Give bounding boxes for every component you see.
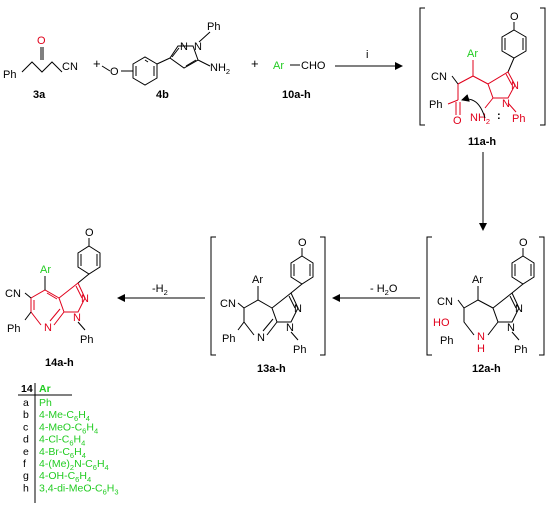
3a-oxygen: O [37, 35, 46, 47]
14-n2: N [81, 293, 89, 305]
3a-label: 3a [33, 89, 46, 101]
13-methoxy-o: O [298, 237, 307, 249]
4b-amine: NH2 [210, 62, 230, 76]
11-label: 11a-h [468, 136, 496, 148]
10-label: 10a-h [282, 89, 311, 101]
11-oxygen: O [453, 115, 462, 127]
13-n1: N [286, 322, 294, 334]
14-methoxy-o: O [85, 227, 94, 239]
table-row-id: f [23, 458, 26, 470]
12-label: 12a-h [472, 363, 501, 375]
bracket-11-left [419, 7, 425, 126]
bracket-13-right [320, 236, 326, 356]
compound-10: Ar CHO 10a-h [273, 60, 326, 101]
table-row-id: e [23, 446, 29, 458]
table-row-id: a [23, 397, 29, 409]
table-row-id: d [23, 434, 29, 446]
compound-4b: O N N Ph NH2 4b [101, 21, 230, 101]
11-phenyl: Ph [512, 113, 525, 125]
table-rows: a Phb 4-Me-C6H4 c 4-MeO-C6H4 d 4-Cl-C6H4 e 4-Br-… [23, 397, 119, 496]
14-aryl: Ar [40, 264, 51, 276]
table-row-id: c [23, 421, 28, 433]
table-row-aryl: 4-Me-C6H4 [39, 409, 90, 423]
3a-phenyl: Ph [3, 69, 16, 81]
4b-phenyl: Ph [207, 21, 220, 33]
table-row-aryl: 4-OH-C6H4 [39, 470, 91, 484]
plus-sign-1: + [93, 56, 101, 71]
14-n1: N [73, 312, 81, 324]
12-nh-h: H [477, 343, 485, 355]
13-phenyl-n: Ph [293, 344, 306, 356]
compound-3a: O Ph CN 3a [3, 35, 78, 101]
14-phenyl-n: Ph [80, 334, 93, 346]
13-phenyl: Ph [222, 333, 235, 345]
12-nh: N [477, 331, 485, 343]
13-pyridine-n: N [257, 332, 265, 344]
13-n2: N [294, 303, 302, 315]
bracket-11-right [540, 7, 546, 126]
11-aryl: Ar [467, 48, 478, 60]
bracket-13-left [210, 236, 216, 356]
table-row-aryl: Ph [39, 397, 52, 409]
table-row-aryl: 3,4-di-MeO-C6H3 [39, 482, 119, 496]
compound-13: O N N Ph Ar CN Ph N 13a-h [210, 236, 326, 375]
table-row-aryl: 4-(Me)2N-C6H4 [39, 458, 109, 472]
11-amine: NH2 [470, 112, 490, 126]
13-nitrile: CN [220, 298, 236, 310]
13-label: 13a-h [257, 363, 286, 375]
12-phenyl: Ph [440, 335, 453, 347]
table-row-aryl: 4-Cl-C6H4 [39, 434, 85, 448]
4b-label: 4b [156, 89, 169, 101]
table-row-id: h [23, 482, 29, 494]
12-aryl: Ar [472, 274, 483, 286]
table-header-number: 14 [21, 383, 33, 395]
table-row-aryl: 4-Br-C6H4 [39, 446, 86, 460]
table-row-id: b [23, 409, 29, 421]
11-attack-arrow [461, 94, 486, 119]
reagent-minus-h2: -H2 [152, 283, 168, 297]
bracket-12-right [539, 236, 545, 356]
10-aldehyde: CHO [301, 60, 326, 72]
compound-14: O N N Ph Ar CN Ph N 14a-h [5, 227, 101, 369]
3a-nitrile: CN [62, 61, 78, 73]
table-header-ar: Ar [39, 383, 51, 395]
substituent-table: 14 Ar a Phb 4-Me-C6H4 c 4-MeO-C6H4 d 4-Cl-C6H4… [18, 383, 119, 503]
14-phenyl: Ph [7, 323, 20, 335]
12-methoxy-o: O [519, 237, 528, 249]
14-nitrile: CN [5, 288, 21, 300]
11-lone-pair: : [497, 110, 501, 122]
compound-11: O N N Ph Ar CN Ph O NH2 : 11a-h [419, 7, 546, 148]
10-aryl: Ar [273, 60, 284, 72]
4b-methoxy-o: O [110, 66, 119, 78]
12-phenyl-n: Ph [514, 344, 527, 356]
4b-n1: N [194, 41, 202, 53]
11-phenyl-ketone: Ph [429, 99, 442, 111]
compound-12: O N N Ph Ar CN HO Ph N H 12a-h [426, 236, 545, 375]
12-hydroxy: HO [433, 317, 450, 329]
11-n1: N [502, 98, 510, 110]
table-row-id: g [23, 470, 29, 482]
11-nitrile: CN [431, 71, 447, 83]
reagent-minus-water: - H2O [370, 283, 398, 297]
11-methoxy-o: O [510, 11, 519, 23]
plus-sign-2: + [251, 56, 259, 71]
table-row-aryl: 4-MeO-C6H4 [39, 421, 98, 435]
reagent-i: i [366, 49, 368, 61]
11-n2: N [511, 80, 519, 92]
13-aryl: Ar [252, 274, 263, 286]
12-n2: N [515, 303, 523, 315]
14-pyridine-n: N [44, 322, 52, 334]
12-n1: N [507, 322, 515, 334]
12-nitrile: CN [437, 296, 453, 308]
4b-n2: N [180, 41, 188, 53]
14-label: 14a-h [45, 357, 74, 369]
bracket-12-left [426, 236, 432, 356]
